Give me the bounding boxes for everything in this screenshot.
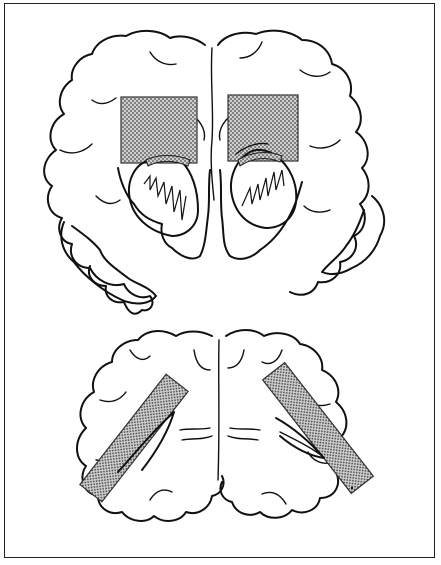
axial-right-fold-5 xyxy=(228,350,244,368)
coronal-right-fold-1 xyxy=(300,70,330,76)
coronal-left-fold-2 xyxy=(60,144,92,153)
axial-dot xyxy=(351,487,353,489)
coronal-striation-left xyxy=(144,176,186,220)
coronal-section xyxy=(44,31,384,314)
axial-ventricle-right-1 xyxy=(230,428,260,430)
coronal-left-fold-3 xyxy=(150,52,176,65)
axial-ventricle-left-1 xyxy=(180,428,210,430)
coronal-left-inner xyxy=(118,168,210,258)
axial-section xyxy=(77,330,373,521)
axial-left-fold-5 xyxy=(194,350,210,370)
axial-right-fold-4 xyxy=(262,492,286,504)
coronal-midline xyxy=(211,48,214,200)
coronal-right-lobe-lower xyxy=(322,196,384,274)
coronal-ventricle-right xyxy=(219,118,228,140)
coronal-lesion-left xyxy=(121,97,197,163)
axial-left-fold-1 xyxy=(130,350,150,359)
axial-right-fold-1 xyxy=(262,350,282,364)
axial-ventricle-left-2 xyxy=(182,436,212,440)
coronal-left-fold-1 xyxy=(92,98,116,104)
axial-lesion-left xyxy=(80,374,188,502)
axial-left-fold-2 xyxy=(100,392,126,402)
axial-ventricle-right-2 xyxy=(228,436,258,440)
axial-midline xyxy=(218,340,219,480)
coronal-left-fold-4 xyxy=(96,196,120,203)
coronal-striatum-left xyxy=(129,157,198,236)
coronal-right-fold-2 xyxy=(310,140,340,148)
coronal-left-hemisphere xyxy=(44,31,205,314)
axial-lesion-right xyxy=(263,363,374,494)
axial-left-fold-4 xyxy=(150,490,172,500)
coronal-right-inner xyxy=(220,170,302,259)
coronal-left-lobe-lower xyxy=(61,222,156,303)
coronal-right-fold-4 xyxy=(304,206,330,212)
coronal-striation-right xyxy=(242,170,284,206)
coronal-right-fold-3 xyxy=(240,42,262,58)
